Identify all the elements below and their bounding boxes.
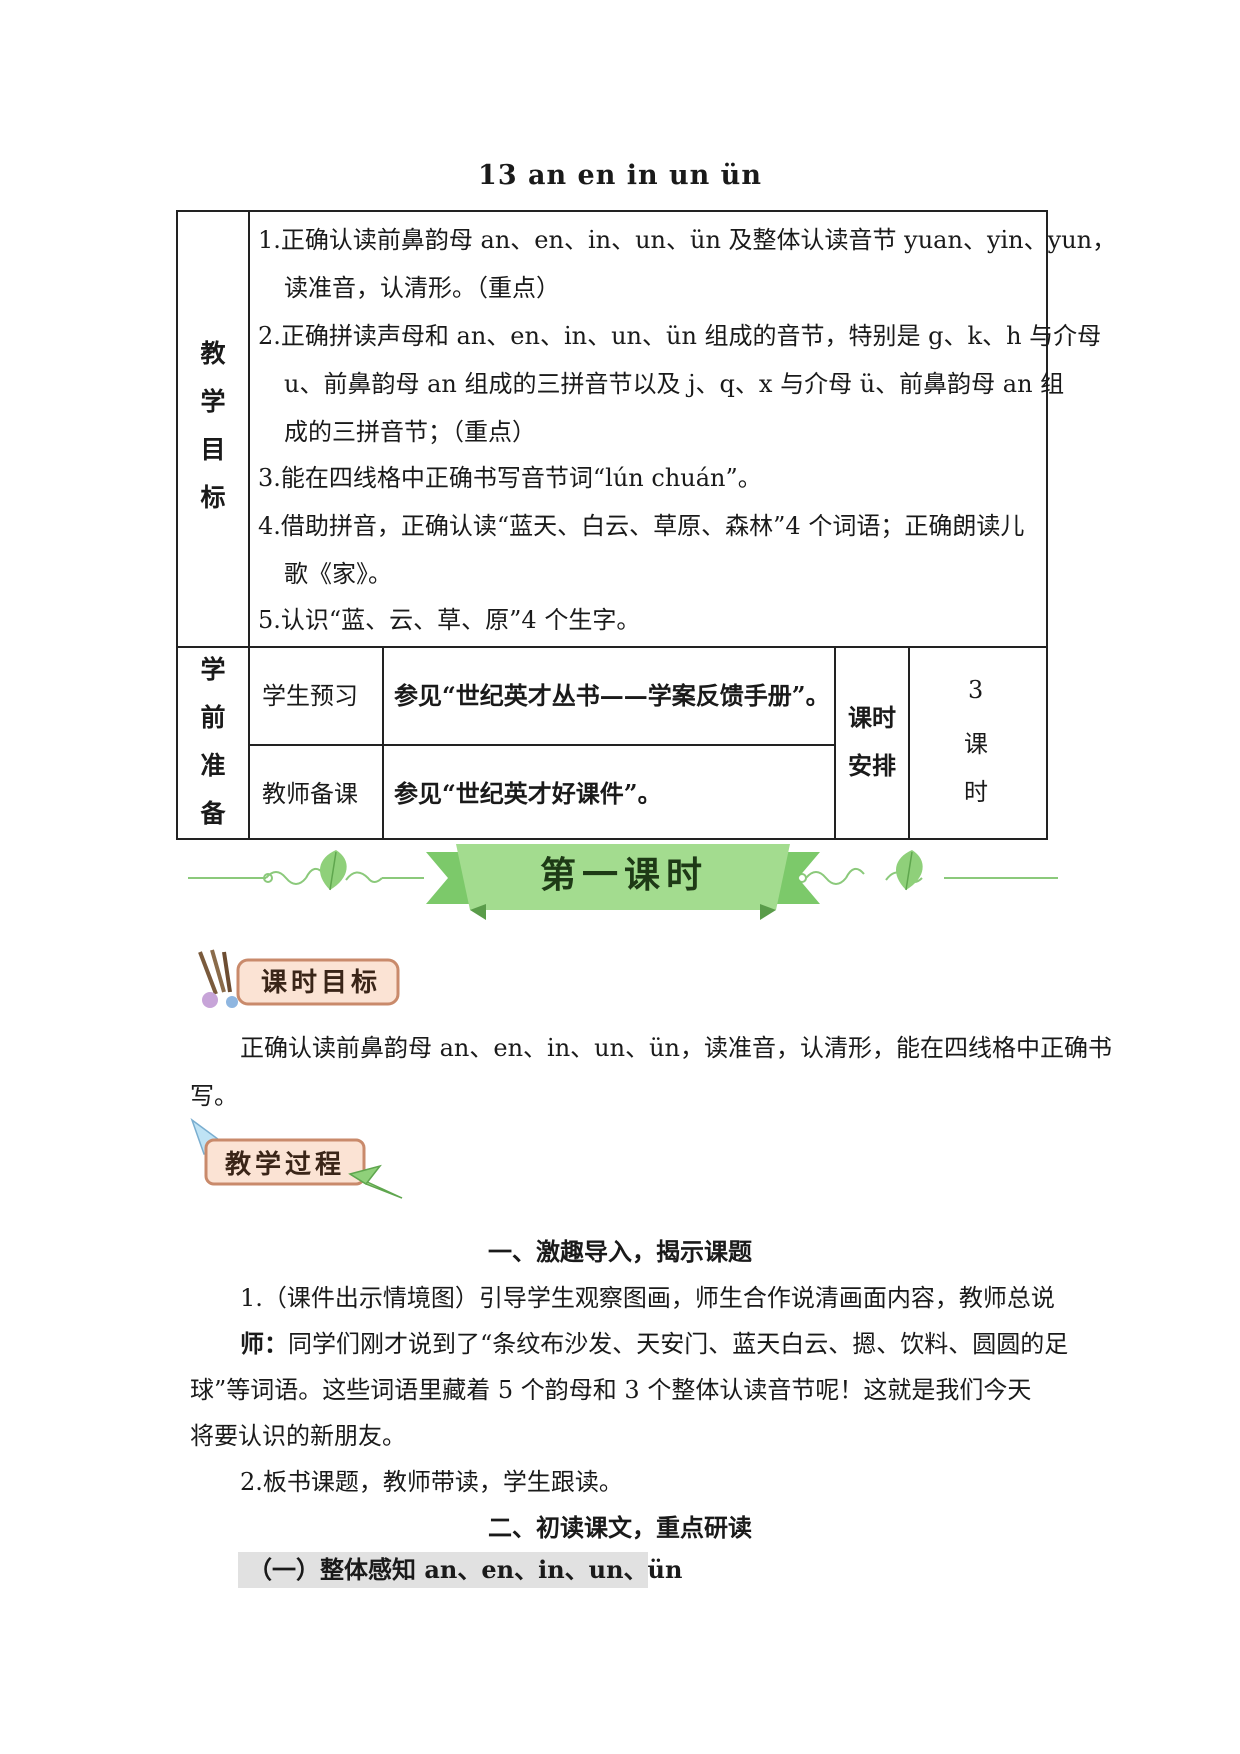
paragraph: 2.板书课题，教师带读，学生跟读。 bbox=[240, 1468, 623, 1496]
process-badge-text: 教学过程 bbox=[224, 1150, 345, 1180]
table-divider bbox=[248, 744, 836, 746]
leaf-icon bbox=[895, 850, 923, 891]
prep-label: 学 前 准 备 bbox=[178, 646, 248, 838]
brush-icon bbox=[198, 949, 400, 1008]
objectives-label-char: 目 bbox=[200, 435, 226, 464]
table-divider bbox=[178, 646, 1046, 648]
schedule-label-line: 安排 bbox=[848, 751, 896, 780]
objectives-label: 教 学 目 标 bbox=[178, 330, 248, 522]
teacher-speech-line: 将要认识的新朋友。 bbox=[190, 1422, 406, 1450]
objective-line: 4.借助拼音，正确认读“蓝天、白云、草原、森林”4 个词语；正确朗读儿 bbox=[258, 512, 1025, 540]
prep-label-char: 前 bbox=[200, 703, 226, 732]
objectives-label-char: 教 bbox=[200, 339, 226, 368]
student-preview-label: 学生预习 bbox=[262, 682, 358, 710]
prep-label-char: 学 bbox=[200, 655, 226, 684]
subsection-heading: （一）整体感知 an、en、in、un、ün bbox=[238, 1552, 682, 1588]
objective-line: 成的三拼音节；（重点） bbox=[284, 418, 536, 446]
objective-line: 5.认识“蓝、云、草、原”4 个生字。 bbox=[258, 606, 641, 634]
objectives-label-char: 标 bbox=[200, 483, 226, 512]
objectives-label-char: 学 bbox=[200, 387, 226, 416]
schedule-value-line: 时 bbox=[964, 778, 988, 806]
teacher-speech-text: 同学们刚才说到了“条纹布沙发、天安门、蓝天白云、摁、饮料、圆圆的足 bbox=[288, 1330, 1069, 1358]
prep-label-char: 备 bbox=[200, 799, 226, 828]
lesson-goal-text-line: 写。 bbox=[190, 1082, 238, 1110]
teacher-speech-line: 球”等词语。这些词语里藏着 5 个韵母和 3 个整体认读音节呢！这就是我们今天 bbox=[190, 1376, 1032, 1404]
leaf-icon bbox=[319, 850, 347, 891]
paragraph: 1.（课件出示情境图）引导学生观察图画，师生合作说清画面内容，教师总说 bbox=[240, 1284, 1055, 1312]
teacher-prep-value: 参见“世纪英才好课件”。 bbox=[394, 779, 662, 808]
paper-plane-icon bbox=[190, 1117, 403, 1199]
lesson-goal-badge: 课时目标 bbox=[186, 948, 406, 1012]
table-divider bbox=[834, 646, 836, 838]
lesson-goal-text-line: 正确认读前鼻韵母 an、en、in、un、ün，读准音，认清形，能在四线格中正确… bbox=[240, 1034, 1113, 1062]
process-badge: 教学过程 bbox=[190, 1117, 404, 1200]
schedule-label-line: 课时 bbox=[848, 703, 896, 732]
objective-line: 2.正确拼读声母和 an、en、in、un、ün 组成的音节，特别是 g、k、h… bbox=[258, 322, 1102, 350]
lesson-info-table: 教 学 目 标 1.正确认读前鼻韵母 an、en、in、un、ün 及整体认读音… bbox=[176, 210, 1116, 840]
section-heading: 一、激趣导入，揭示课题 bbox=[488, 1237, 752, 1266]
student-preview-value: 参见“世纪英才丛书——学案反馈手册”。 bbox=[394, 681, 830, 710]
banner-decoration bbox=[188, 844, 1058, 920]
objective-line: 1.正确认读前鼻韵母 an、en、in、un、ün 及整体认读音节 yuan、y… bbox=[258, 226, 1117, 254]
lesson-goal-badge-text: 课时目标 bbox=[260, 968, 381, 998]
lesson-banner: 第一课时 bbox=[186, 840, 1060, 940]
objective-line: 读准音，认清形。（重点） bbox=[284, 274, 560, 302]
objective-line: 3.能在四线格中正确书写音节词“lún chuán”。 bbox=[258, 464, 762, 492]
section-heading: 二、初读课文，重点研读 bbox=[488, 1513, 752, 1542]
schedule-value-line: 课 bbox=[964, 730, 988, 758]
objective-line: 歌《家》。 bbox=[284, 560, 392, 588]
page-title: 13 an en in un ün bbox=[478, 160, 762, 191]
teacher-prep-label: 教师备课 bbox=[262, 780, 358, 808]
table-divider bbox=[908, 646, 910, 838]
teacher-speech-line: 师：同学们刚才说到了“条纹布沙发、天安门、蓝天白云、摁、饮料、圆圆的足 bbox=[240, 1324, 1068, 1359]
schedule-value-line: 3 bbox=[968, 676, 984, 704]
banner-title: 第一课时 bbox=[539, 854, 708, 896]
table-divider bbox=[382, 646, 384, 838]
teacher-label: 师： bbox=[240, 1329, 288, 1358]
table-divider bbox=[248, 212, 250, 838]
objective-line: u、前鼻韵母 an 组成的三拼音节以及 j、q、x 与介母 ü、前鼻韵母 an … bbox=[284, 370, 1065, 398]
prep-label-char: 准 bbox=[200, 751, 226, 780]
